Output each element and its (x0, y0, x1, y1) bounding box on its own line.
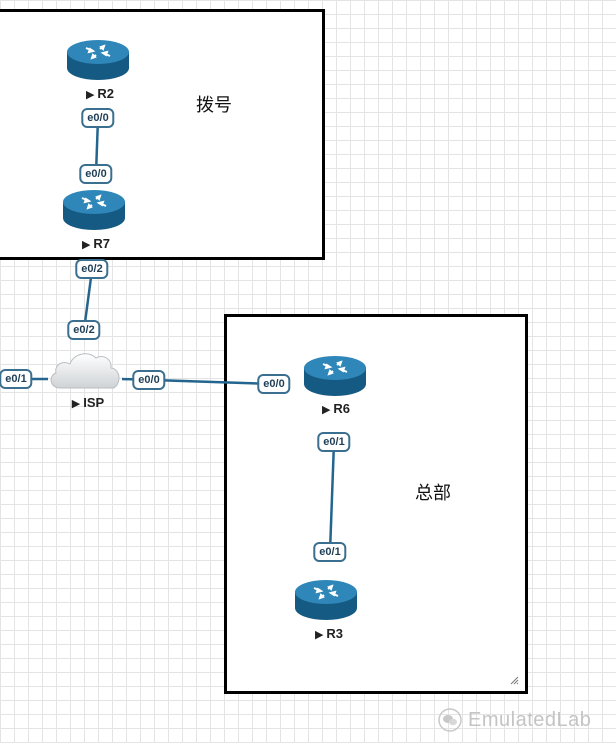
cloud-icon[interactable] (46, 346, 124, 392)
port-isp-e0-1[interactable]: e0/1 (0, 369, 33, 389)
watermark-text: EmulatedLab (468, 708, 592, 731)
play-triangle-icon[interactable]: ▶ (85, 89, 95, 101)
node-label-isp[interactable]: ▶ISP (71, 395, 105, 410)
dialup-region-label: 拨号 (196, 95, 232, 115)
play-triangle-icon[interactable]: ▶ (321, 404, 331, 416)
dialup-region[interactable] (0, 9, 325, 260)
router-icon[interactable] (303, 354, 367, 398)
node-label-r6[interactable]: ▶R6 (321, 401, 351, 416)
play-triangle-icon[interactable]: ▶ (81, 239, 91, 251)
port-r7-e0-0[interactable]: e0/0 (79, 164, 113, 184)
port-isp-e0-2[interactable]: e0/2 (67, 320, 101, 340)
port-r7-e0-2[interactable]: e0/2 (75, 259, 109, 279)
port-r6-e0-1[interactable]: e0/1 (317, 432, 351, 452)
resize-grip-icon[interactable] (509, 675, 519, 685)
wechat-logo-icon (438, 708, 462, 732)
play-triangle-icon[interactable]: ▶ (314, 629, 324, 641)
node-label-r2[interactable]: ▶R2 (85, 86, 115, 101)
router-icon[interactable] (66, 38, 130, 82)
node-label-r7[interactable]: ▶R7 (81, 236, 111, 251)
port-r6-e0-0[interactable]: e0/0 (257, 374, 291, 394)
node-label-r3[interactable]: ▶R3 (314, 626, 344, 641)
port-r2-e0-0[interactable]: e0/0 (81, 108, 115, 128)
hq-region-label: 总部 (415, 483, 451, 503)
play-triangle-icon[interactable]: ▶ (71, 398, 81, 410)
port-r3-e0-1[interactable]: e0/1 (313, 542, 347, 562)
watermark: EmulatedLab (438, 708, 591, 732)
router-icon[interactable] (62, 188, 126, 232)
router-icon[interactable] (294, 578, 358, 622)
link-r6-r3[interactable] (328, 441, 336, 553)
port-isp-e0-0[interactable]: e0/0 (132, 370, 166, 390)
